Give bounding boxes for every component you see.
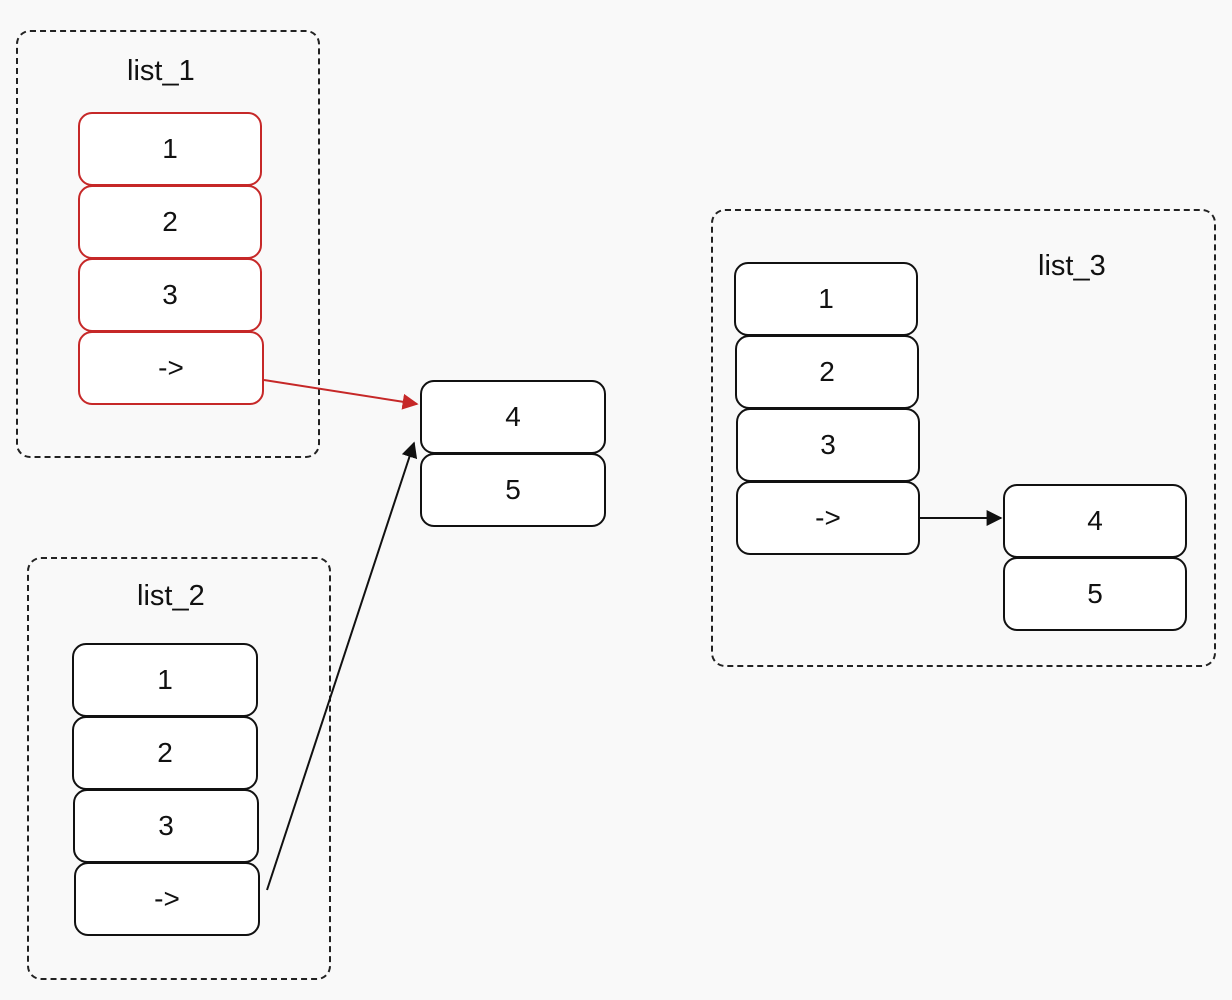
list-3-group: [711, 209, 1216, 667]
list-1-pointer-cell: ->: [78, 331, 264, 405]
list-3-tail-cell-4: 4: [1003, 484, 1187, 558]
list-3-cell-1: 1: [734, 262, 918, 336]
list-1-group: [16, 30, 320, 458]
shared-tail-cell-4: 4: [420, 380, 606, 454]
shared-tail-cell-5: 5: [420, 453, 606, 527]
list-1-cell-3: 3: [78, 258, 262, 332]
list-2-cell-2: 2: [72, 716, 258, 790]
list-3-label: list_3: [1038, 250, 1106, 282]
list-2-pointer-cell: ->: [74, 862, 260, 936]
list-3-cell-2: 2: [735, 335, 919, 409]
list-3-tail-cell-5: 5: [1003, 557, 1187, 631]
list-3-pointer-cell: ->: [736, 481, 920, 555]
list-3-cell-3: 3: [736, 408, 920, 482]
list-2-cell-1: 1: [72, 643, 258, 717]
list-1-cell-2: 2: [78, 185, 262, 259]
list-2-label: list_2: [137, 580, 205, 612]
list-1-cell-1: 1: [78, 112, 262, 186]
list-2-cell-3: 3: [73, 789, 259, 863]
list-1-label: list_1: [127, 55, 195, 87]
